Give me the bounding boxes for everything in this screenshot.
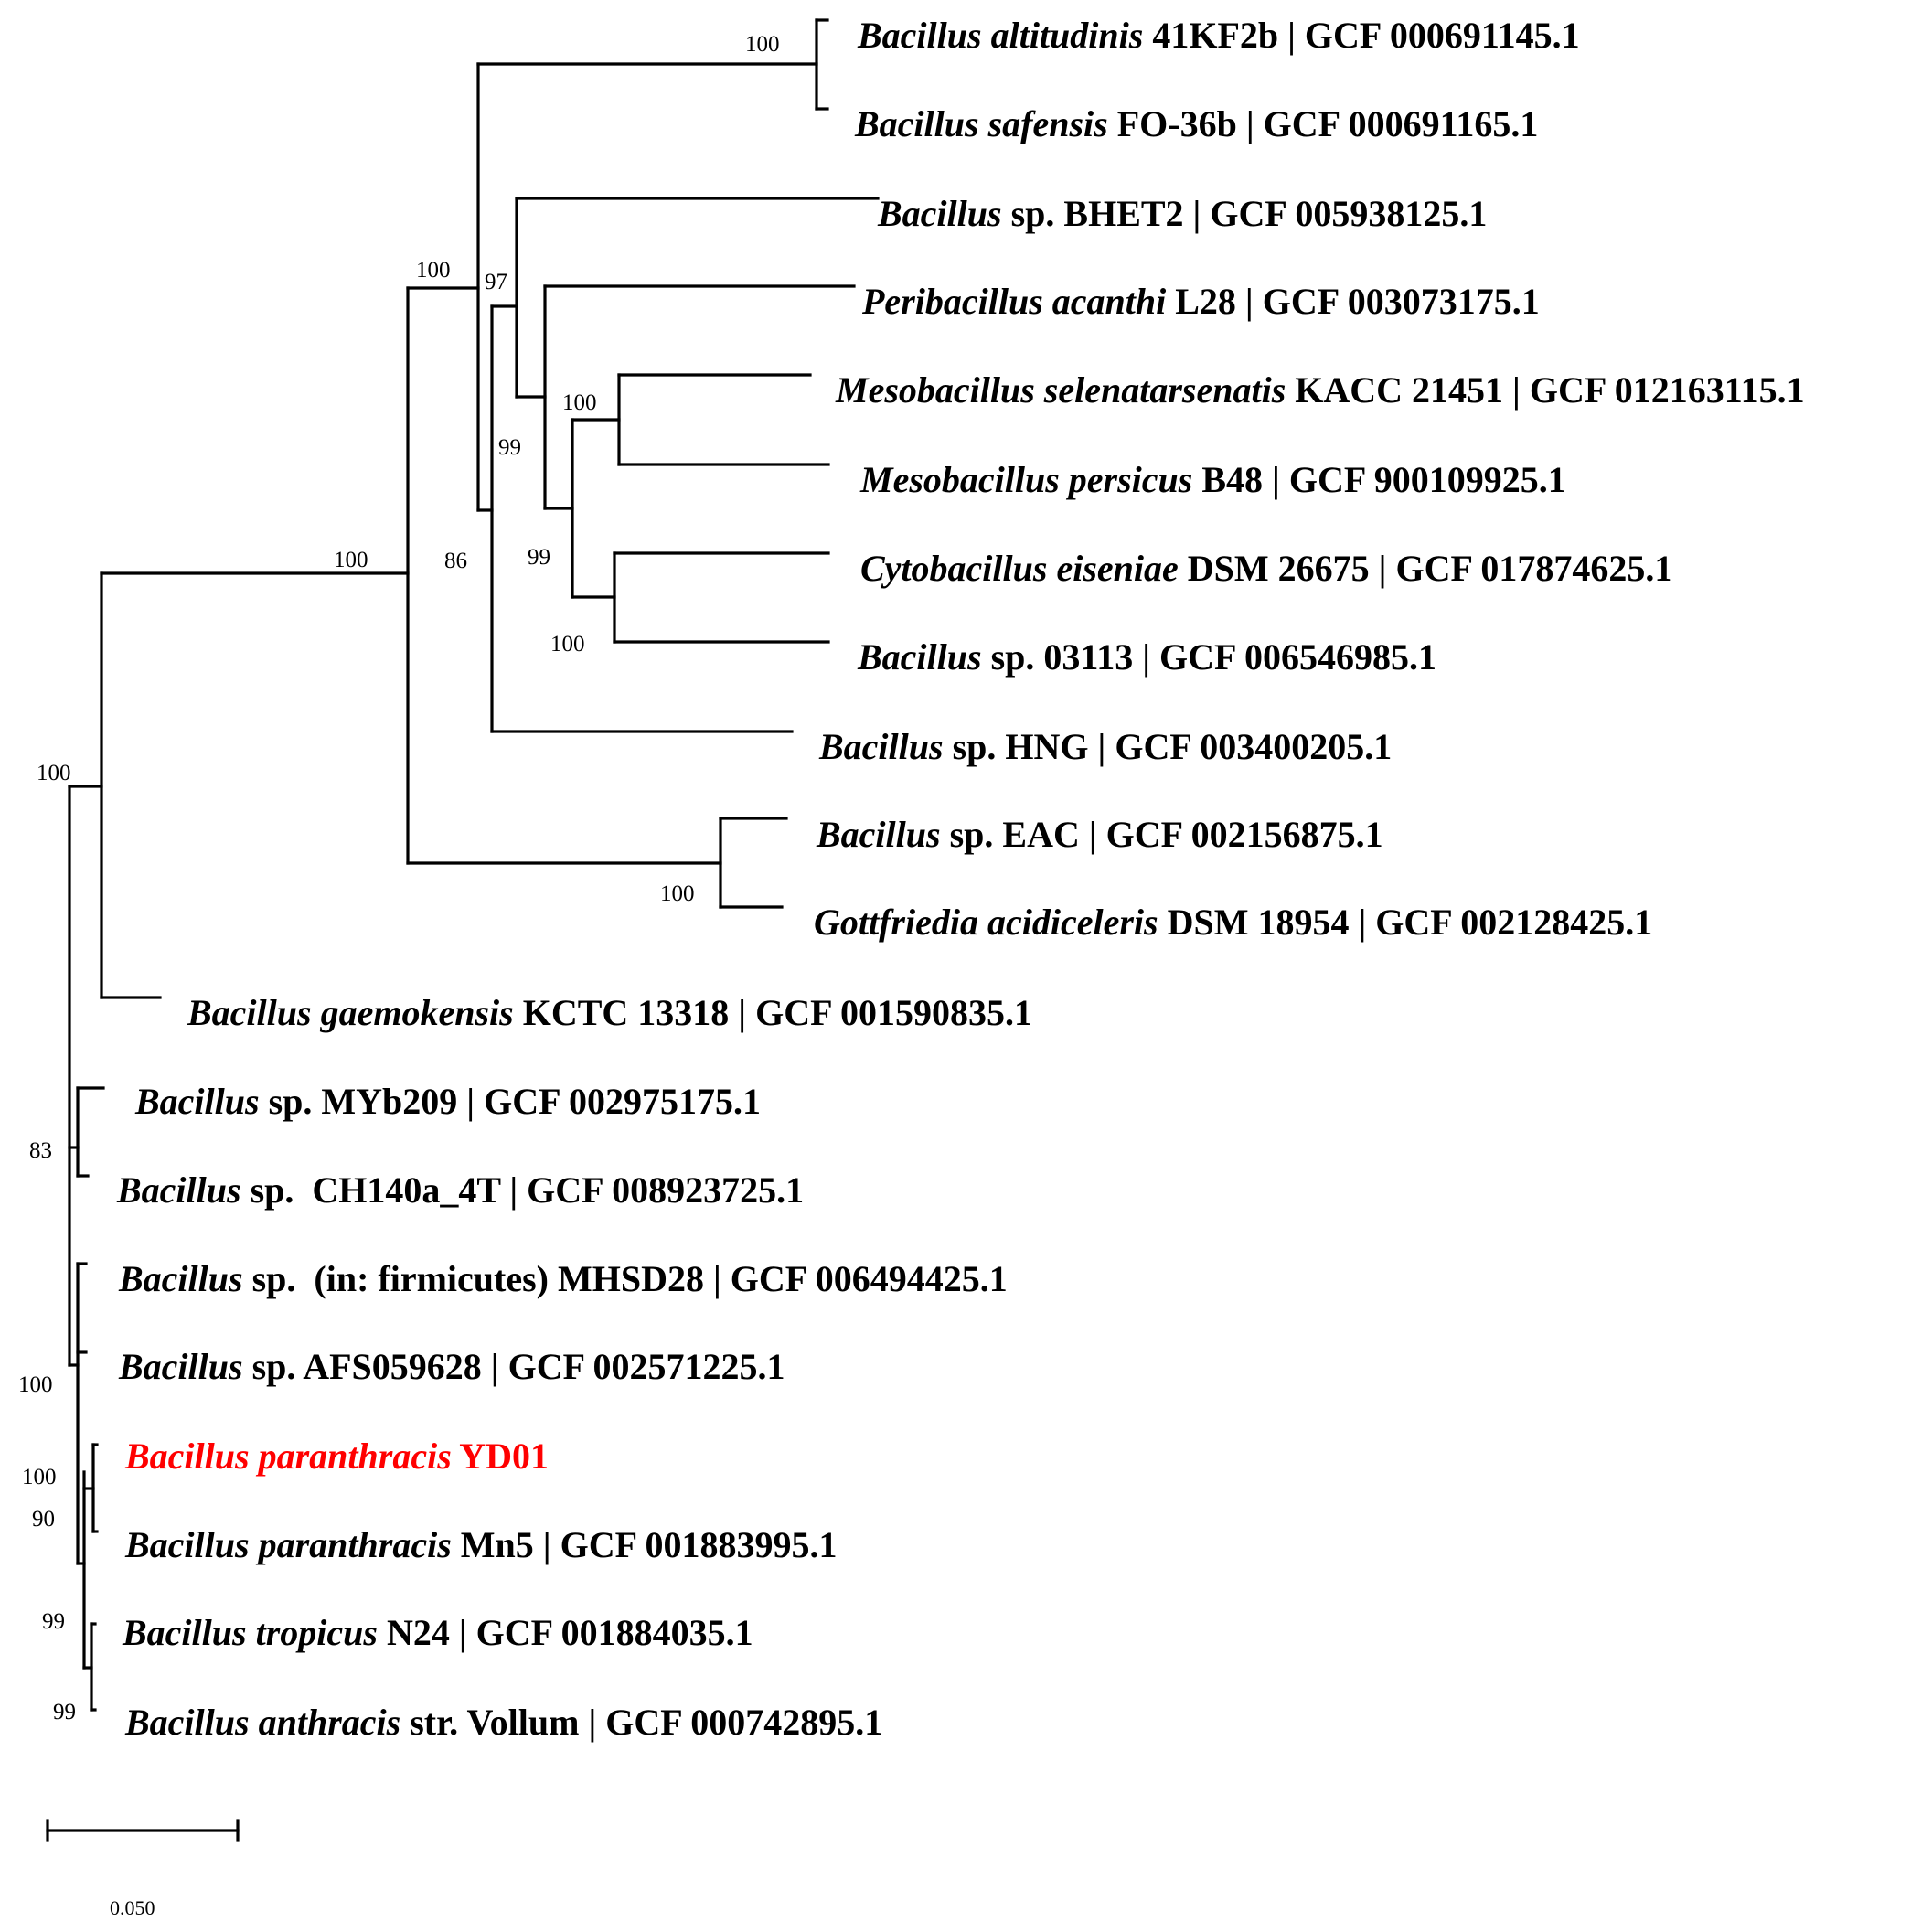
leaf-label: Bacillus sp. EAC | GCF 002156875.1	[816, 814, 1383, 855]
bootstrap-value: 100	[416, 258, 451, 283]
leaf-label: Bacillus altitudinis 41KF2b | GCF 000691…	[857, 15, 1580, 56]
leaf-label: Bacillus sp. (in: firmicutes) MHSD28 | G…	[118, 1258, 1008, 1299]
bootstrap-value: 90	[32, 1507, 55, 1532]
leaf-label-highlight: Bacillus paranthracis YD01	[124, 1436, 549, 1477]
scale-bar: 0.050	[46, 1819, 240, 1919]
leaf-label: Bacillus paranthracis Mn5 | GCF 00188399…	[124, 1524, 838, 1565]
leaf-label: Bacillus sp. 03113 | GCF 006546985.1	[857, 636, 1436, 678]
scale-bar-label: 0.050	[110, 1896, 155, 1919]
bootstrap-value: 100	[22, 1465, 57, 1489]
bootstrap-value: 99	[528, 545, 550, 570]
leaf-label: Bacillus gaemokensis KCTC 13318 | GCF 00…	[187, 992, 1032, 1033]
leaf-label: Bacillus sp. MYb209 | GCF 002975175.1	[134, 1081, 761, 1122]
leaf-label: Cytobacillus eiseniae DSM 26675 | GCF 01…	[860, 548, 1672, 589]
bootstrap-values: 100 100 97 100 99 86 99 100 100 100 100 …	[18, 32, 780, 1724]
leaf-label: Bacillus anthracis str. Vollum | GCF 000…	[124, 1702, 882, 1743]
bootstrap-value: 100	[18, 1372, 53, 1397]
leaf-label: Bacillus sp. AFS059628 | GCF 002571225.1	[118, 1346, 785, 1387]
leaf-label: Peribacillus acanthi L28 | GCF 003073175…	[861, 281, 1540, 322]
leaf-label: Mesobacillus persicus B48 | GCF 90010992…	[859, 459, 1566, 500]
bootstrap-value: 100	[660, 881, 695, 906]
leaf-label: Bacillus sp. CH140a_4T | GCF 008923725.1	[116, 1169, 804, 1211]
bootstrap-value: 100	[550, 632, 585, 656]
leaf-label: Bacillus tropicus N24 | GCF 001884035.1	[122, 1612, 753, 1653]
leaf-label: Gottfriedia acidiceleris DSM 18954 | GCF…	[814, 902, 1652, 943]
bootstrap-value: 97	[485, 270, 507, 294]
leaf-label: Bacillus sp. HNG | GCF 003400205.1	[818, 726, 1392, 767]
bootstrap-value: 83	[29, 1138, 52, 1163]
leaf-label: Mesobacillus selenatarsenatis KACC 21451…	[835, 369, 1805, 411]
bootstrap-value: 100	[562, 390, 597, 415]
bootstrap-value: 86	[444, 549, 467, 573]
bootstrap-value: 99	[42, 1609, 65, 1634]
tree-branches	[68, 18, 880, 1712]
bootstrap-value: 100	[745, 32, 780, 57]
bootstrap-value: 99	[498, 435, 521, 460]
bootstrap-value: 99	[53, 1700, 76, 1724]
leaf-label: Bacillus sp. BHET2 | GCF 005938125.1	[877, 193, 1487, 234]
bootstrap-value: 100	[37, 761, 71, 785]
leaf-label: Bacillus safensis FO-36b | GCF 000691165…	[854, 103, 1538, 144]
bootstrap-value: 100	[334, 548, 368, 572]
leaf-labels: Bacillus altitudinis 41KF2b | GCF 000691…	[116, 15, 1805, 1743]
